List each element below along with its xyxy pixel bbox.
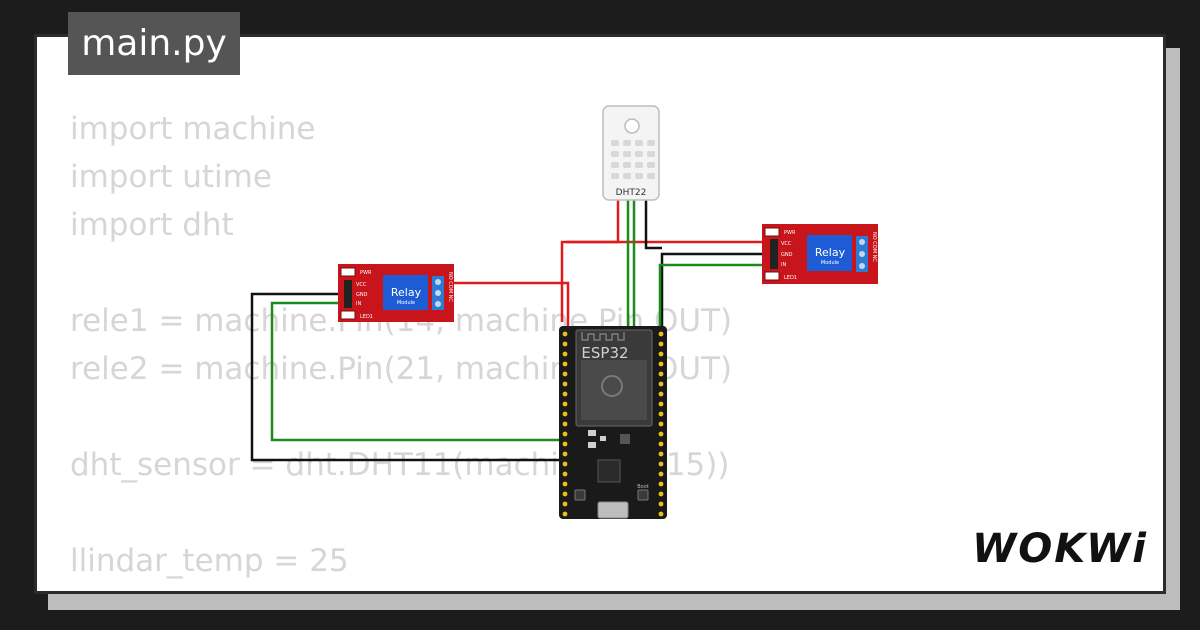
relay2-title: Relay — [815, 246, 846, 259]
relay2-pin-vcc: VCC — [781, 241, 792, 247]
wire-in-relay2 — [658, 263, 772, 476]
relay2-pin-in: IN — [781, 262, 786, 268]
relay1-pin-pwr: PWR — [360, 270, 372, 276]
code-line-10: llindar_temp = 25 — [70, 543, 349, 579]
relay1-subtitle: Module — [397, 300, 415, 306]
wire-gnd-dht — [644, 200, 662, 250]
code-line-1: import machine — [70, 111, 316, 147]
boot-label: Boot — [637, 484, 649, 490]
usb-port-icon — [597, 501, 629, 519]
code-line-2: import utime — [70, 159, 272, 195]
wires — [250, 200, 772, 476]
relay2-subtitle: Module — [821, 260, 839, 266]
wokwi-logo: WOKWi — [972, 526, 1148, 572]
relay1-pin-led1: LED1 — [360, 314, 373, 320]
wire-in-relay1 — [270, 301, 566, 442]
relay2-pin-gnd: GND — [781, 252, 793, 258]
relay1-title: Relay — [391, 286, 422, 299]
wire-vcc-dht — [560, 200, 620, 322]
code-line-3: import dht — [70, 207, 234, 243]
wire-gnd-relay1 — [250, 292, 576, 462]
espressif-logo-icon — [601, 375, 623, 397]
relay1-pin-vcc: VCC — [356, 282, 367, 288]
esp32-board[interactable]: ESP32 Boot — [559, 326, 667, 519]
dht22-label: DHT22 — [616, 188, 647, 198]
relay-module-2[interactable]: PWR VCC GND IN LED1 Relay Module NO COM … — [762, 224, 878, 284]
relay1-pin-in: IN — [356, 301, 361, 307]
file-tab-main-py[interactable]: main.py — [68, 12, 240, 75]
esp32-label: ESP32 — [581, 344, 628, 362]
relay1-terminal: NO COM NC — [447, 272, 453, 302]
dht22-sensor[interactable]: DHT22 — [602, 105, 660, 201]
relay2-terminal: NO COM NC — [871, 232, 877, 262]
relay-module-1[interactable]: PWR VCC GND IN LED1 Relay Module NO COM … — [338, 264, 454, 322]
relay1-pin-gnd: GND — [356, 292, 368, 298]
relay2-pin-led1: LED1 — [784, 275, 797, 281]
relay2-pin-pwr: PWR — [784, 230, 796, 236]
wire-gnd-relay2 — [660, 252, 772, 470]
